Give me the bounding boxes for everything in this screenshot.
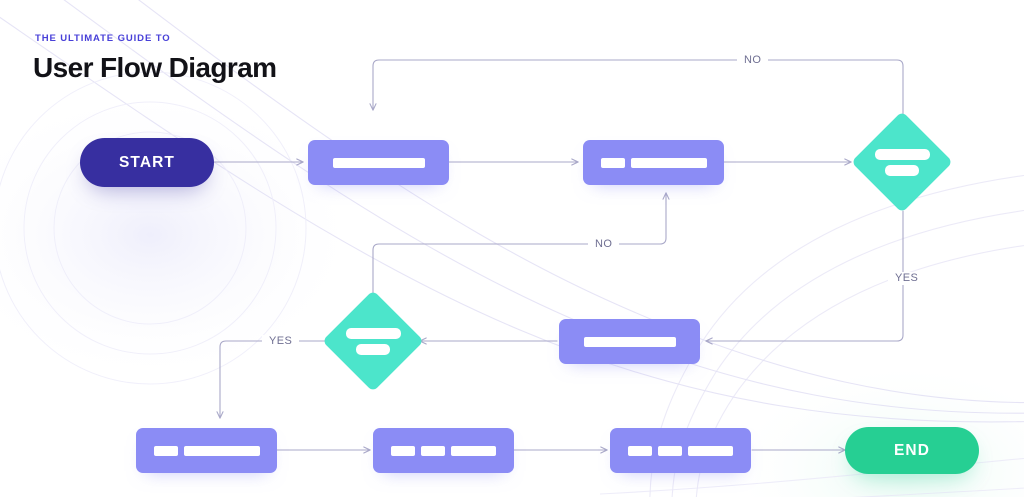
placeholder-bar (183, 445, 260, 456)
node-process-2[interactable] (583, 140, 724, 185)
node-process-6[interactable] (610, 428, 751, 473)
edge-label-yes-right: YES (888, 272, 926, 285)
decision-placeholder-bars (345, 327, 401, 355)
node-end[interactable]: END (845, 427, 979, 474)
placeholder-bar (658, 445, 682, 456)
edge-decision2-process4-yes (216, 340, 328, 419)
decision-placeholder-bars (874, 148, 930, 176)
node-process-1[interactable] (308, 140, 449, 185)
placeholder-bar (583, 336, 676, 347)
placeholder-bar (451, 445, 496, 456)
placeholder-bar (356, 343, 390, 355)
placeholder-bar (885, 164, 919, 176)
page-title: User Flow Diagram (33, 52, 277, 83)
node-process-5[interactable] (373, 428, 514, 473)
header-eyebrow: THE ULTIMATE GUIDE TO (35, 33, 171, 44)
placeholder-bar (153, 445, 178, 456)
placeholder-bar (688, 445, 733, 456)
edge-label-no-middle: NO (588, 238, 620, 251)
edge-label-yes-left: YES (262, 335, 300, 348)
edge-decision1-process3-yes (705, 210, 904, 345)
placeholder-bar (628, 445, 652, 456)
edge-label-no-top: NO (737, 54, 769, 67)
placeholder-bar (345, 327, 401, 339)
placeholder-bar (421, 445, 445, 456)
placeholder-bar (391, 445, 415, 456)
node-start[interactable]: START (80, 138, 214, 187)
edge-decision1-process1-no (369, 59, 904, 115)
placeholder-bar (600, 157, 625, 168)
node-process-3[interactable] (559, 319, 700, 364)
node-decision-1[interactable] (851, 111, 953, 213)
node-end-label: END (893, 441, 931, 459)
node-decision-2[interactable] (322, 290, 424, 392)
placeholder-bar (630, 157, 707, 168)
placeholder-bar (332, 157, 425, 168)
node-start-label: START (118, 153, 175, 171)
placeholder-bar (874, 148, 930, 160)
node-process-4[interactable] (136, 428, 277, 473)
page-header: THE ULTIMATE GUIDE TO User Flow Diagram (33, 33, 277, 84)
